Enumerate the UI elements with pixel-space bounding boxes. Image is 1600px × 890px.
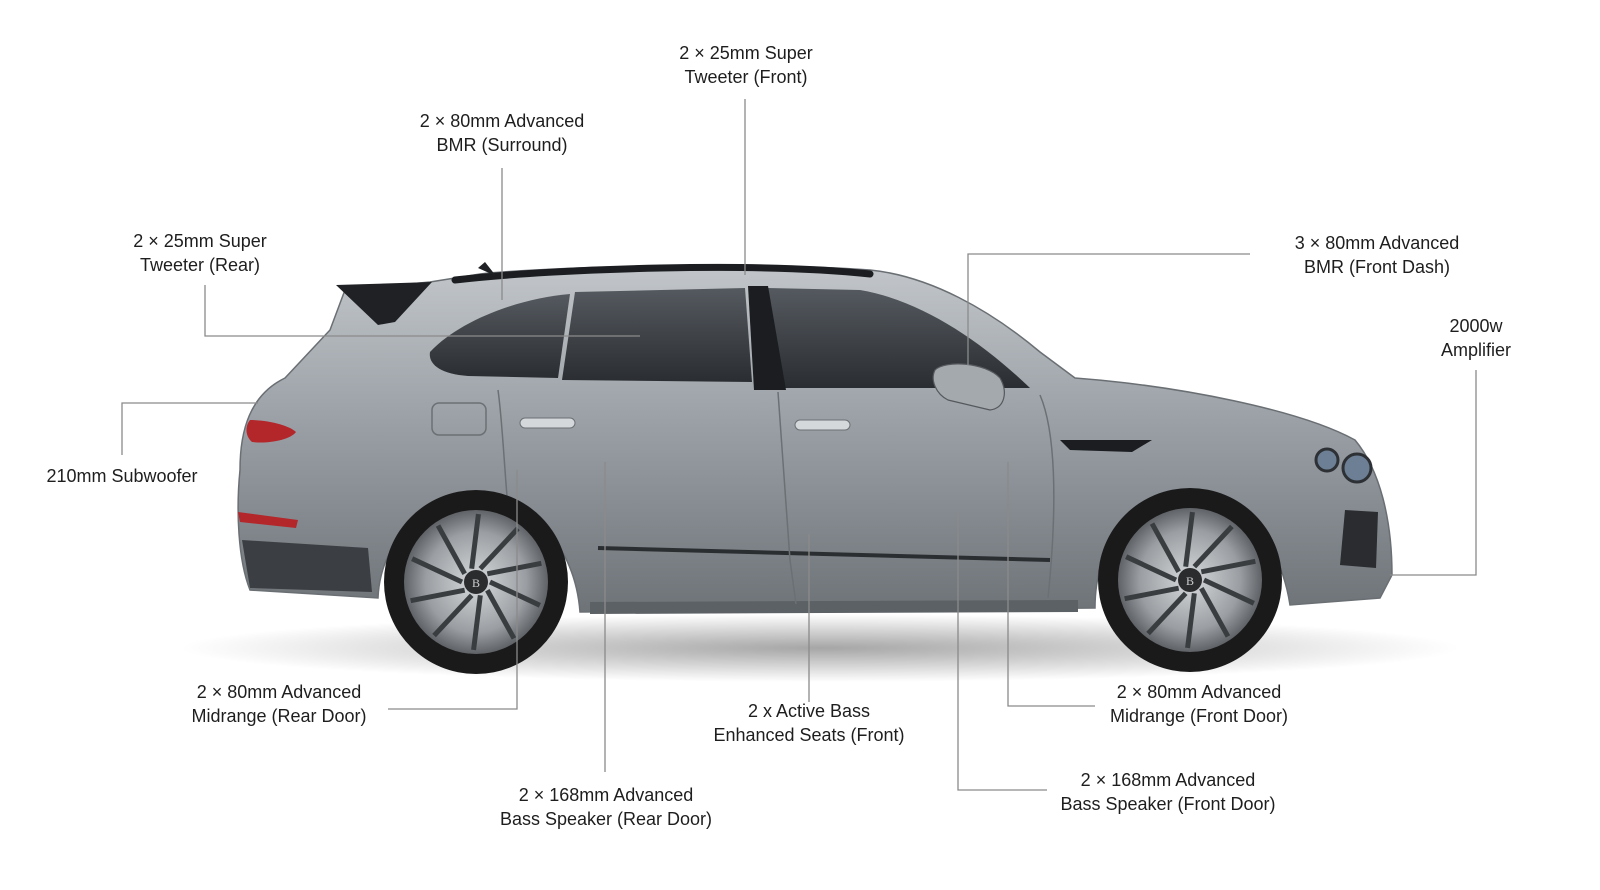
- wheel-spoke: [488, 579, 541, 608]
- leader-bmr-front-dash: [967, 253, 1250, 365]
- wheel-spoke: [1185, 593, 1197, 649]
- label-bmr-surround: 2 × 80mm Advanced BMR (Surround): [419, 111, 585, 155]
- wheel-spoke: [478, 526, 520, 571]
- label-active-bass-seats: 2 x Active Bass Enhanced Seats (Front): [713, 701, 905, 745]
- wheel-spoke: [1149, 522, 1181, 573]
- wheel-spoke: [1183, 511, 1195, 567]
- wheel-spoke: [410, 587, 466, 604]
- wheel-spoke: [432, 593, 474, 638]
- front-fender-line: [1039, 394, 1055, 599]
- b-pillar: [748, 286, 786, 390]
- wheel-spoke: [1199, 587, 1231, 638]
- leader-amplifier: [1390, 370, 1477, 576]
- shark-fin: [478, 262, 496, 276]
- label-tweeter-rear: 2 × 25mm Super Tweeter (Rear): [133, 231, 267, 275]
- wheel-spoke: [486, 560, 542, 577]
- front-door-line: [777, 391, 797, 605]
- wheel-spoke: [1125, 554, 1178, 583]
- leader-midrange-rear: [388, 470, 518, 710]
- label-tweeter-front: 2 × 25mm Super Tweeter (Front): [679, 43, 813, 87]
- wheel-spoke: [471, 595, 483, 651]
- lower-bumper: [242, 540, 372, 592]
- wheel-spoke: [1146, 591, 1188, 636]
- wheel-spoke: [1124, 585, 1180, 602]
- wheel-spoke: [1192, 524, 1234, 569]
- rear-door-glass: [562, 288, 752, 382]
- front-grille: [1340, 510, 1378, 568]
- wheel-spoke: [1200, 558, 1256, 575]
- wheel-spoke: [1202, 577, 1255, 606]
- leader-midrange-front: [1007, 462, 1095, 707]
- label-bass-front: 2 × 168mm Advanced Bass Speaker (Front D…: [1060, 770, 1276, 814]
- wheel-spoke: [435, 524, 467, 575]
- leader-bass-front: [957, 512, 1047, 791]
- front-wheel-logo: B: [1186, 574, 1194, 588]
- body-crease: [597, 546, 1051, 562]
- wheel-spoke: [485, 589, 517, 640]
- side-mirror: [932, 363, 1005, 411]
- label-bass-rear: 2 × 168mm Advanced Bass Speaker (Rear Do…: [499, 785, 713, 829]
- rear-spoiler: [336, 282, 432, 325]
- rear-wheel: B: [384, 490, 568, 674]
- label-amplifier: 2000w Amplifier: [1440, 316, 1512, 360]
- label-bmr-front-dash: 3 × 80mm Advanced BMR (Front Dash): [1294, 233, 1460, 277]
- front-wing-vent: [1060, 440, 1152, 452]
- front-door-glass: [768, 288, 1030, 388]
- tail-light: [246, 420, 296, 443]
- front-door-handle: [794, 419, 851, 431]
- fuel-cap: [431, 402, 487, 436]
- front-wheel: B: [1098, 488, 1282, 672]
- label-subwoofer: 210mm Subwoofer: [46, 466, 198, 486]
- rear-door-handle: [519, 417, 576, 429]
- side-sill: [590, 600, 1078, 614]
- headlight-outer: [1341, 452, 1373, 484]
- rear-reflector: [238, 512, 298, 528]
- leader-tweeter-rear: [204, 285, 640, 337]
- rear-wheel-logo: B: [472, 576, 480, 590]
- wheel-spoke: [469, 513, 481, 569]
- leader-subwoofer: [121, 402, 258, 455]
- headlight-inner: [1314, 447, 1340, 473]
- label-midrange-rear: 2 × 80mm Advanced Midrange (Rear Door): [191, 682, 367, 726]
- wheel-spoke: [411, 556, 464, 585]
- label-midrange-front: 2 × 80mm Advanced Midrange (Front Door): [1109, 682, 1289, 726]
